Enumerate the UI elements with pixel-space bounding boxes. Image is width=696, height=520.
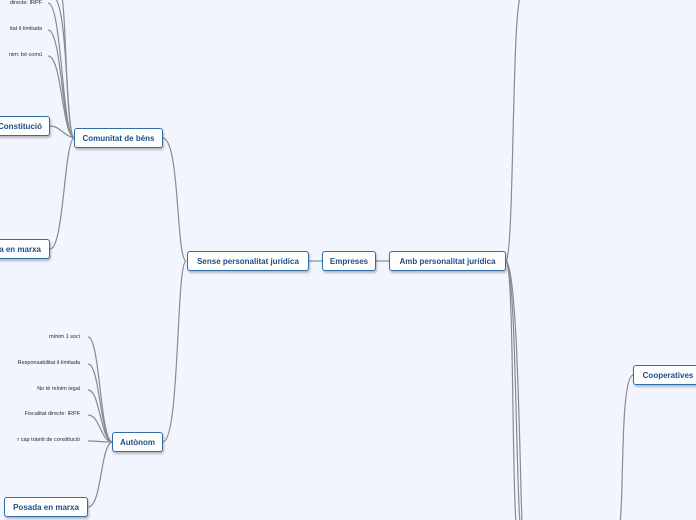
node-posada-en-marxa-comunitat[interactable]: a en marxa	[0, 239, 50, 259]
node-comunitat-de-bens[interactable]: Comunitat de béns	[74, 128, 163, 148]
link-autonom-soci	[87, 336, 113, 443]
link-sense-comunitat	[162, 137, 187, 262]
node-posada-en-marxa-autonom[interactable]: Posada en marxa	[4, 497, 88, 517]
node-constitucio[interactable]: Constitució	[0, 116, 50, 136]
leaf-tramit-constitucio: r cap tràmit de constitució	[17, 437, 80, 443]
node-sense-personalitat[interactable]: Sense personalitat jurídica	[187, 251, 309, 271]
node-amb-personalitat[interactable]: Amb personalitat jurídica	[389, 251, 506, 271]
link-amb-offbottom-3	[505, 260, 523, 520]
link-comunitat-becomu	[47, 55, 75, 139]
link-autonom-minim	[87, 389, 113, 443]
node-autonom[interactable]: Autònom	[112, 432, 163, 452]
link-amb-offtop	[505, 0, 521, 262]
link-comunitat-offtop-2	[61, 0, 75, 139]
link-cooperatives	[619, 374, 634, 520]
leaf-fiscalitat-irpf-autonom: Fiscalitat directe: IRPF	[24, 411, 80, 417]
leaf-capital-be-comu: nim: bé comú	[8, 52, 42, 58]
central-node-empreses[interactable]: Empreses	[322, 251, 376, 271]
link-sense-autonom	[162, 260, 187, 443]
link-autonom-tramit	[87, 440, 113, 443]
leaf-no-minim-legal: No té mínim legal	[37, 386, 80, 392]
link-comunitat-constitucio	[49, 125, 75, 139]
link-autonom-fiscalitat	[87, 414, 113, 443]
link-amb-offbottom-1	[505, 260, 517, 520]
link-comunitat-posada	[49, 137, 75, 250]
node-cooperatives[interactable]: Cooperatives	[633, 365, 696, 385]
link-autonom-posada	[87, 441, 113, 508]
link-autonom-responsabilitat	[87, 363, 113, 443]
leaf-responsabilitat-il-limitada: Responsabilitat il·limitada	[17, 360, 80, 366]
leaf-minim-1-soci: mínim 1 soci	[49, 334, 80, 340]
leaf-responsabilitat-limitada: itat il·limitada	[9, 26, 42, 32]
leaf-fiscalitat-irpf: directe: IRPF	[9, 0, 42, 6]
link-amb-offbottom-2	[505, 260, 521, 520]
